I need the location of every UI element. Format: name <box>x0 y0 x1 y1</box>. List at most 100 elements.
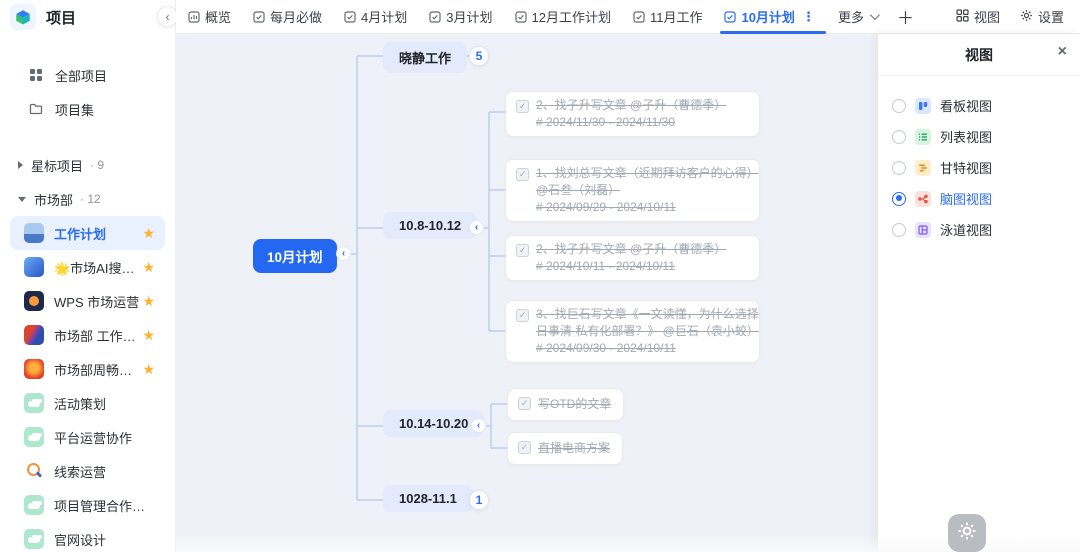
checkbox-checked-icon[interactable]: ✓ <box>518 441 531 454</box>
view-option-list[interactable]: 列表视图 <box>892 121 1080 152</box>
mindmap-branch-1028[interactable]: 1028-11.1 <box>383 485 473 512</box>
checkbox-checked-icon[interactable]: ✓ <box>516 308 529 322</box>
radio-icon[interactable] <box>892 160 906 175</box>
tab-november-work[interactable]: 11月工作 <box>633 0 703 34</box>
collapse-chevron-icon[interactable]: ‹ <box>336 246 351 261</box>
tab-april-plan[interactable]: 4月计划 <box>344 0 407 34</box>
tab-label: 10月计划 <box>741 10 795 25</box>
gantt-view-icon <box>915 159 931 176</box>
mindmap-branch-xiaojing[interactable]: 晓静工作 <box>383 42 468 73</box>
tab-december-work-plan[interactable]: 12月工作计划 <box>514 0 611 34</box>
project-label: 活动策划 <box>54 396 107 412</box>
project-thumbnail-icon <box>24 495 44 515</box>
collapse-chevron-icon[interactable]: ‹ <box>471 418 486 433</box>
sidebar-project-wps-marketing[interactable]: WPS 市场运营 ★ <box>10 284 165 318</box>
project-thumbnail-icon <box>24 257 44 277</box>
tab-october-plan[interactable]: 10月计划 ⋮ <box>720 0 827 34</box>
add-tab-button[interactable]: ＋ <box>896 9 914 28</box>
kanban-view-icon <box>915 97 931 114</box>
group-label: 星标项目 <box>31 158 84 174</box>
project-thumbnail-icon <box>24 359 44 379</box>
sidebar-item-project-sets[interactable]: 项目集 <box>10 92 165 126</box>
sidebar-project-work-plan[interactable]: 工作计划 ★ <box>10 216 165 250</box>
settings-button[interactable]: 设置 <box>1020 7 1064 26</box>
checkbox-checked-icon[interactable]: ✓ <box>516 167 529 181</box>
radio-icon[interactable] <box>892 129 906 144</box>
task-card[interactable]: ✓ 2、找子升写文章 @子升（曹德季） # 2024/10/11 - 2024/… <box>505 235 760 281</box>
task-card[interactable]: ✓ 写OTD的文章 <box>507 388 625 421</box>
tab-label: 11月工作 <box>649 10 703 25</box>
collapsed-count-badge[interactable]: 5 <box>469 46 489 66</box>
task-card[interactable]: ✓ 2、找子升写文章 @子升（曹德季） # 2024/11/30 - 2024/… <box>505 91 760 137</box>
collapse-chevron-icon[interactable]: ‹ <box>469 220 484 235</box>
views-grid-icon <box>956 8 969 25</box>
check-square-icon <box>429 10 441 23</box>
star-icon[interactable]: ★ <box>142 259 155 275</box>
tabs-more-button[interactable]: 更多 <box>838 7 880 26</box>
view-option-label: 看板视图 <box>940 99 993 114</box>
collapsed-count-badge[interactable]: 1 <box>469 490 489 510</box>
sidebar-project-weekly-issues[interactable]: 市场部周畅问题... ★ <box>10 352 165 386</box>
project-thumbnail-icon <box>24 427 44 447</box>
sidebar-group-marketing[interactable]: 市场部 · 12 <box>10 182 165 216</box>
tab-label: 每月必做 <box>270 10 323 25</box>
view-option-kanban[interactable]: 看板视图 <box>892 90 1080 121</box>
sidebar-project-ai-search[interactable]: 🌟市场AI搜索营... ★ <box>10 250 165 284</box>
project-label: WPS 市场运营 <box>54 294 140 310</box>
view-option-swimlane[interactable]: 泳道视图 <box>892 214 1080 245</box>
project-label: 官网设计 <box>54 532 107 548</box>
project-label: 项目管理合作进展 <box>54 498 152 514</box>
sidebar-group-starred[interactable]: 星标项目 · 9 <box>10 148 165 182</box>
sidebar-item-all-projects[interactable]: 全部项目 <box>10 58 165 92</box>
checkbox-checked-icon[interactable]: ✓ <box>518 397 531 410</box>
view-switch-button[interactable]: 视图 <box>956 7 1000 26</box>
view-option-gantt[interactable]: 甘特视图 <box>892 152 1080 183</box>
checkbox-checked-icon[interactable]: ✓ <box>516 99 529 113</box>
tab-march-plan[interactable]: 3月计划 <box>429 0 493 34</box>
tab-label: 概览 <box>205 10 232 25</box>
sidebar-project-event-planning[interactable]: 活动策划 <box>10 386 165 420</box>
task-card[interactable]: ✓ 直播电商方案 <box>507 432 624 465</box>
close-icon[interactable]: × <box>1057 43 1067 60</box>
sidebar-project-work-connect[interactable]: 市场部 工作对接 ★ <box>10 318 165 352</box>
group-label: 市场部 <box>34 192 74 208</box>
sidebar-collapse-button[interactable]: ‹ <box>157 6 178 27</box>
star-icon[interactable]: ★ <box>142 293 155 309</box>
task-card[interactable]: ✓ 1、找刘总写文章（近期拜访客户的心得） @石叁（刘磊） # 2024/09/… <box>505 159 760 222</box>
project-thumbnail-icon <box>24 223 44 243</box>
sidebar-project-pm-progress[interactable]: 项目管理合作进展 <box>10 488 165 522</box>
project-label: 🌟市场AI搜索营... <box>54 260 142 276</box>
radio-icon[interactable] <box>892 98 906 113</box>
mindmap-branch-10-8[interactable]: 10.8-10.12 <box>383 212 478 239</box>
canvas-settings-fab[interactable] <box>948 514 986 552</box>
mindmap-root-node[interactable]: 10月计划 <box>253 239 337 273</box>
star-icon[interactable]: ★ <box>142 225 155 241</box>
star-icon[interactable]: ★ <box>142 327 155 343</box>
group-count: · 9 <box>90 158 105 172</box>
views-panel: 视图 × 看板视图 列表视图 <box>878 34 1080 552</box>
task-text: 1、找刘总写文章（近期拜访客户的心得） @石叁（刘磊） # 2024/09/29… <box>536 166 759 214</box>
view-option-mindmap[interactable]: 脑图视图 <box>892 183 1080 214</box>
sidebar-item-label: 项目集 <box>55 102 95 118</box>
view-label: 视图 <box>973 10 1000 25</box>
magnifier-icon <box>24 461 44 481</box>
tab-menu-dots-icon[interactable]: ⋮ <box>801 8 816 24</box>
radio-icon[interactable] <box>892 222 906 237</box>
sidebar-project-platform-ops[interactable]: 平台运营协作 <box>10 420 165 454</box>
mindmap-branch-10-14[interactable]: 10.14-10.20 <box>383 410 485 437</box>
checkbox-checked-icon[interactable]: ✓ <box>516 243 529 257</box>
view-option-label: 甘特视图 <box>940 161 993 176</box>
topbar-actions: 视图 设置 <box>956 7 1064 26</box>
project-label: 市场部 工作对接 <box>54 328 143 344</box>
tab-monthly-musts[interactable]: 每月必做 <box>253 0 322 34</box>
sidebar-project-website-design[interactable]: 官网设计 <box>10 522 165 552</box>
tab-overview[interactable]: 概览 <box>188 0 231 34</box>
radio-selected-icon[interactable] <box>892 191 906 206</box>
sidebar-header: 项目 <box>0 0 175 34</box>
settings-label: 设置 <box>1037 10 1064 25</box>
task-card[interactable]: ✓ 3、找巨石写文章《一文读懂，为什么选择 日事清 私有化部署？》 @巨石（袁小… <box>505 300 760 363</box>
star-icon[interactable]: ★ <box>142 361 155 377</box>
sidebar-project-lead-ops[interactable]: 线索运营 <box>10 454 165 488</box>
gear-icon <box>957 521 977 546</box>
project-thumbnail-icon <box>24 291 44 311</box>
